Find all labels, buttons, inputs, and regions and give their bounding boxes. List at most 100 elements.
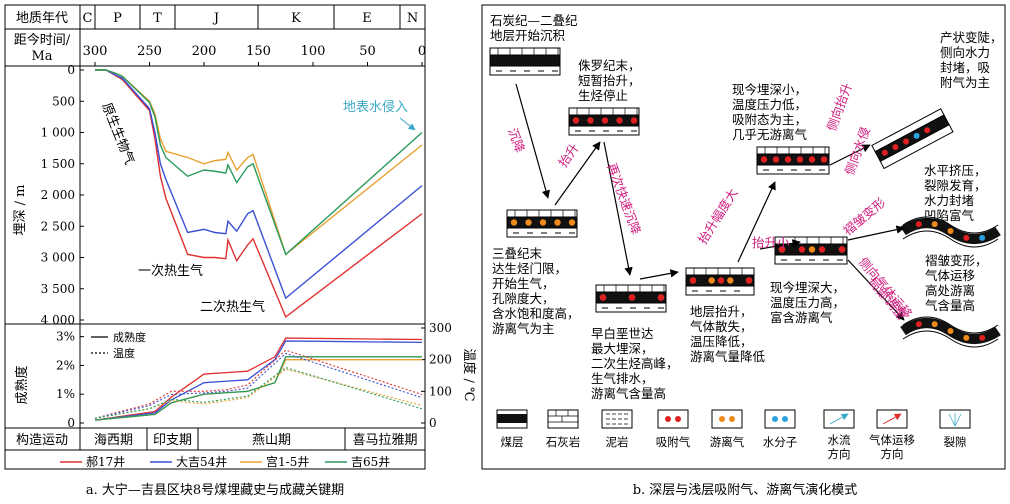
right-caption: b. 深层与浅层吸附气、游离气演化模式 <box>633 482 858 498</box>
time-tick-label: 50 <box>359 44 376 59</box>
temperature-tick-label: 100 <box>429 384 452 398</box>
depth-tick-label: 2 000 <box>41 188 75 202</box>
right-panel: b. 深层与浅层吸附气、游离气演化模式 石炭纪—二叠纪地层开始沉积侏罗纪末，短暂… <box>481 4 1006 498</box>
adsorbed-gas-dot <box>820 156 828 163</box>
legend-label: 裂隙 <box>944 435 967 449</box>
annot-surface-water: 地表水侵入 <box>343 99 408 115</box>
water-dot <box>913 132 920 139</box>
adsorbed-gas-dot <box>902 138 909 145</box>
free-gas-dot <box>554 219 561 226</box>
text-jurassic: 短暂抬升， <box>578 73 641 88</box>
burial-line-1 <box>95 69 423 318</box>
legend-well-name: 吉65井 <box>351 455 390 469</box>
text-shallow: 几乎无游离气 <box>732 127 808 142</box>
text-uplift: 温压降低， <box>690 334 753 349</box>
adsorbed-gas-dot <box>587 117 594 124</box>
adsorbed-gas-dot <box>628 294 636 301</box>
legend-item: 吸附气 <box>656 409 691 449</box>
free-gas-dot <box>568 219 576 226</box>
mat-legend: 成熟度 温度 <box>91 330 146 360</box>
gas-dot <box>931 321 938 328</box>
text-triassic: 含水饱和度高， <box>492 306 580 321</box>
text-early-cretaceous: 最大埋深， <box>591 341 654 356</box>
process-arrow <box>829 144 871 166</box>
adsorbed-gas-dot <box>818 246 826 253</box>
adsorbed-gas-dot <box>717 277 725 284</box>
legend-item: 石灰岩 <box>546 409 581 449</box>
process-arrow <box>759 239 801 250</box>
maturity-tick-label: 3% <box>56 330 75 344</box>
text-shallow: 吸附态为主， <box>732 112 807 127</box>
adsorbed-gas-dot <box>798 246 806 253</box>
adsorbed-gas-dot <box>784 156 792 163</box>
time-tick-label: 300 <box>83 44 108 59</box>
label-fold-deform: 褶皱变形 <box>840 194 888 238</box>
depth-tick-label: 1 500 <box>41 157 75 171</box>
label-uplift-large: 抬升幅度大 <box>695 186 741 247</box>
gas-dot <box>915 321 922 328</box>
era-label: 地质年代 <box>16 11 68 26</box>
legend-item: 煤层 <box>496 409 528 449</box>
text-steep-dip: 侧向水力 <box>940 45 990 60</box>
gas-dot <box>963 334 970 341</box>
time-tick-label: 200 <box>192 44 217 59</box>
depth-axis-label: 埋深 / m <box>13 185 28 236</box>
strata-column <box>506 209 578 238</box>
maturity-tick-label: 2% <box>56 358 75 372</box>
right-legend: 煤层石灰岩泥岩吸附气游离气水分子水流方向气体运移方向裂隙 <box>496 409 971 461</box>
time-label-1: 距今时间/ <box>14 32 71 48</box>
stage-descriptions: 石炭纪—二叠纪地层开始沉积侏罗纪末，短暂抬升，生烃停止三叠纪末达生烃门限，开始生… <box>490 13 1003 401</box>
text-deep: 现今埋深大， <box>770 280 845 295</box>
legend-label: 气体运移 <box>869 433 915 447</box>
depth-tick-label: 2 500 <box>41 219 75 233</box>
text-compression: 水力封堵 <box>924 193 974 208</box>
depth-tick-label: 0 <box>67 63 75 77</box>
temperature-axis-label: 温度 / ℃ <box>461 348 477 401</box>
tectonic-cells: 海西期印支期燕山期喜马拉雅期 <box>94 428 418 450</box>
legend-temp-label: 温度 <box>113 346 135 360</box>
depth-tick-label: 3 500 <box>41 282 75 296</box>
temperature-line-2 <box>94 352 423 419</box>
gas-dot <box>947 328 954 334</box>
free-gas-dot <box>727 277 734 284</box>
text-steep-dip: 封堵，吸 <box>940 60 991 75</box>
text-steep-dip: 附气为主 <box>940 75 990 90</box>
text-shallow: 温度压力低， <box>732 97 807 112</box>
surface-water-arrow <box>399 117 416 131</box>
time-tick-label: 150 <box>246 44 271 59</box>
legend-label: 石灰岩 <box>546 435 581 449</box>
legend-item: 游离气 <box>710 409 745 449</box>
well-legend: 郝17井大吉54井宫1-5井吉65井 <box>60 454 390 469</box>
maturity-ticks: 3%2%1%0 <box>56 330 84 430</box>
legend-well-name: 大吉54井 <box>176 455 227 469</box>
text-triassic: 游离气为主 <box>492 321 555 336</box>
strata-column <box>774 236 848 265</box>
legend-item: 裂隙 <box>939 409 971 449</box>
text-early-cretaceous: 游离气含量高 <box>591 386 666 401</box>
temperature-tick-label: 300 <box>429 321 452 335</box>
annot-second-thermal-gas: 二次热生气 <box>200 299 265 315</box>
text-start: 地层开始沉积 <box>490 28 565 43</box>
process-arrow <box>554 141 601 206</box>
free-gas-dot <box>808 246 816 253</box>
adsorbed-gas-dot <box>796 156 804 163</box>
maturity-axis-label: 成熟度 <box>14 365 30 404</box>
time-tick-label: 250 <box>137 44 162 59</box>
era-P: P <box>113 11 122 26</box>
left-caption: a. 大宁—吉县区块8号煤埋藏史与成藏关键期 <box>86 482 344 498</box>
strata-column <box>489 47 561 76</box>
tectonic-label: 构造运动 <box>16 433 68 448</box>
legend-label: 泥岩 <box>606 435 629 449</box>
text-fold: 气含量高 <box>925 298 975 313</box>
free-gas-dot <box>708 277 715 284</box>
time-tick-label: 0 <box>418 44 426 59</box>
maturity-line-2 <box>94 340 423 421</box>
process-arrow <box>603 141 633 276</box>
adsorbed-gas-dot <box>657 294 665 301</box>
